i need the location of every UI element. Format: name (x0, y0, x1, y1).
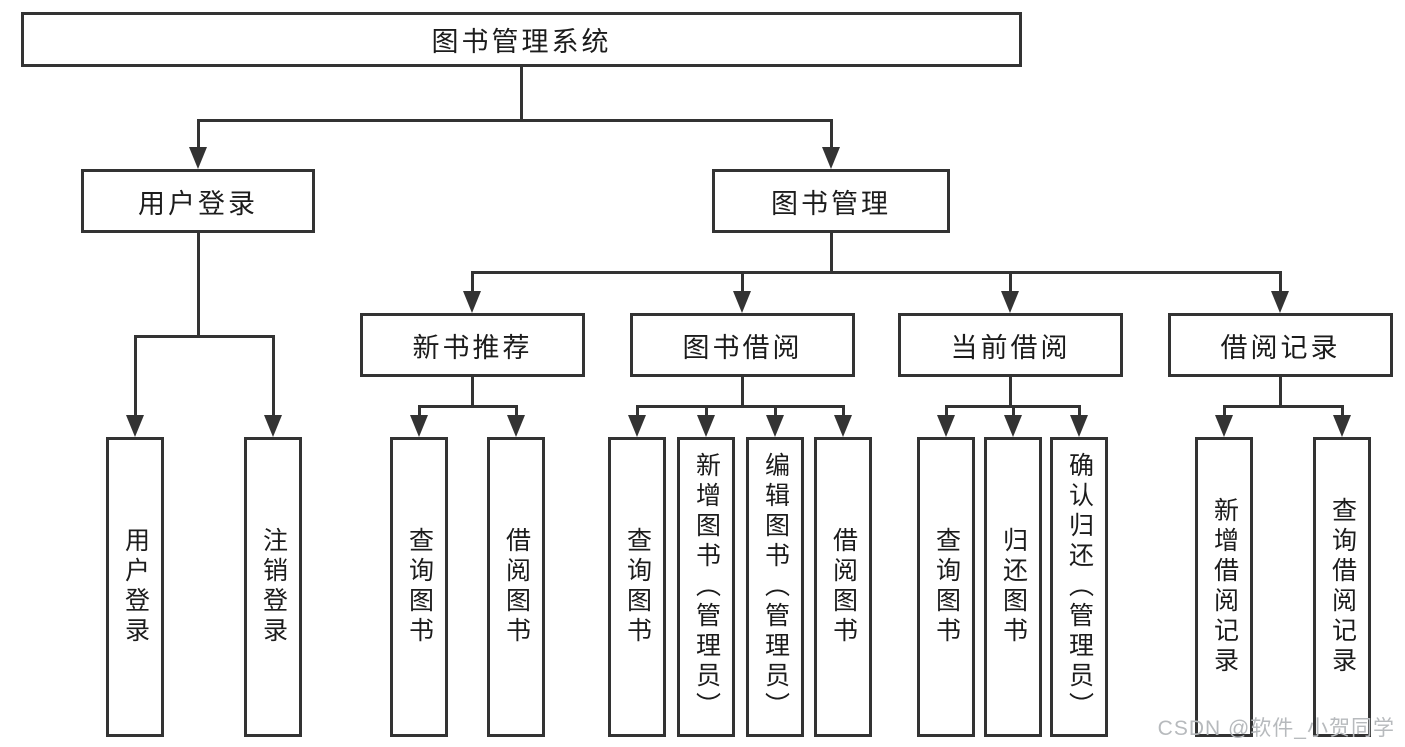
arrowhead-book-management-1 (733, 291, 751, 313)
node-new-book-recommend: 新书推荐 (360, 313, 585, 377)
node-label-query-books-recommend: 查询图书 (405, 527, 434, 647)
connector-shaft-current-borrowing-0 (944, 405, 948, 421)
arrowhead-book-management-3 (1271, 291, 1289, 313)
node-borrow-books: 借阅图书 (814, 437, 872, 737)
connector-stem-book-management (829, 233, 833, 274)
node-return-books: 归还图书 (984, 437, 1042, 737)
connector-shaft-current-borrowing-2 (1077, 405, 1081, 421)
node-label-add-borrow-record: 新增借阅记录 (1210, 497, 1239, 677)
arrowhead-book-borrowing-0 (628, 415, 646, 437)
connector-rail-root (196, 119, 833, 122)
arrowhead-book-management-0 (463, 291, 481, 313)
arrowhead-root-1 (822, 147, 840, 169)
connector-rail-borrowing-records (1222, 405, 1344, 408)
node-edit-books-admin: 编辑图书（管理员） (746, 437, 804, 737)
connector-rail-user-login-group (133, 335, 275, 338)
node-user-login: 用户登录 (106, 437, 164, 737)
arrowhead-book-borrowing-1 (697, 415, 715, 437)
arrowhead-borrowing-records-1 (1333, 415, 1351, 437)
connector-shaft-current-borrowing-1 (1011, 405, 1015, 421)
arrowhead-current-borrowing-1 (1004, 415, 1022, 437)
connector-shaft-book-borrowing-0 (635, 405, 639, 421)
arrowhead-user-login-group-0 (126, 415, 144, 437)
arrowhead-new-book-recommend-1 (507, 415, 525, 437)
connector-shaft-book-borrowing-1 (704, 405, 708, 421)
node-query-books-recommend: 查询图书 (390, 437, 448, 737)
connector-rail-new-book-recommend (417, 405, 518, 408)
connector-shaft-root-0 (196, 119, 200, 153)
connector-rail-book-borrowing (635, 405, 845, 408)
node-label-borrow-books-recommend: 借阅图书 (502, 527, 531, 647)
node-query-books-current: 查询图书 (917, 437, 975, 737)
node-label-current-borrowing: 当前借阅 (950, 332, 1071, 363)
arrowhead-user-login-group-1 (264, 415, 282, 437)
node-add-borrow-record: 新增借阅记录 (1195, 437, 1253, 737)
connector-shaft-book-management-0 (470, 271, 474, 297)
node-label-query-books-borrow: 查询图书 (623, 527, 652, 647)
connector-stem-current-borrowing (1008, 377, 1012, 408)
node-label-book-borrowing: 图书借阅 (682, 332, 803, 363)
node-label-new-book-recommend: 新书推荐 (412, 332, 533, 363)
node-confirm-return-admin: 确认归还（管理员） (1050, 437, 1108, 737)
node-label-query-borrow-record: 查询借阅记录 (1328, 497, 1357, 677)
arrowhead-book-management-2 (1001, 291, 1019, 313)
connector-rail-book-management (470, 271, 1282, 274)
node-label-edit-books-admin: 编辑图书（管理员） (761, 452, 790, 722)
connector-stem-new-book-recommend (470, 377, 474, 408)
node-root: 图书管理系统 (21, 12, 1022, 67)
arrowhead-book-borrowing-3 (834, 415, 852, 437)
connector-shaft-book-borrowing-2 (773, 405, 777, 421)
arrowhead-root-0 (189, 147, 207, 169)
node-current-borrowing: 当前借阅 (898, 313, 1123, 377)
node-user-login-group: 用户登录 (81, 169, 315, 233)
connector-shaft-new-book-recommend-1 (514, 405, 518, 421)
arrowhead-current-borrowing-2 (1070, 415, 1088, 437)
connector-shaft-book-management-1 (740, 271, 744, 297)
node-logout: 注销登录 (244, 437, 302, 737)
connector-shaft-root-1 (829, 119, 833, 153)
connector-shaft-borrowing-records-1 (1340, 405, 1344, 421)
connector-stem-borrowing-records (1278, 377, 1282, 408)
connector-shaft-book-borrowing-3 (841, 405, 845, 421)
connector-shaft-new-book-recommend-0 (417, 405, 421, 421)
connector-shaft-user-login-group-0 (133, 335, 137, 421)
node-label-return-books: 归还图书 (999, 527, 1028, 647)
node-add-books-admin: 新增图书（管理员） (677, 437, 735, 737)
arrowhead-borrowing-records-0 (1215, 415, 1233, 437)
connector-stem-root (519, 67, 523, 122)
node-label-user-login: 用户登录 (121, 527, 150, 647)
node-label-user-login-group: 用户登录 (138, 188, 258, 219)
node-borrow-books-recommend: 借阅图书 (487, 437, 545, 737)
node-label-root: 图书管理系统 (431, 27, 612, 57)
node-book-borrowing: 图书借阅 (630, 313, 855, 377)
node-label-book-management: 图书管理 (771, 188, 891, 219)
arrowhead-new-book-recommend-0 (410, 415, 428, 437)
node-borrowing-records: 借阅记录 (1168, 313, 1393, 377)
connector-stem-user-login-group (196, 233, 200, 338)
node-label-add-books-admin: 新增图书（管理员） (692, 452, 721, 722)
connector-shaft-borrowing-records-0 (1222, 405, 1226, 421)
connector-shaft-book-management-3 (1278, 271, 1282, 297)
node-label-logout: 注销登录 (259, 527, 288, 647)
arrowhead-book-borrowing-2 (766, 415, 784, 437)
connector-stem-book-borrowing (740, 377, 744, 408)
node-query-borrow-record: 查询借阅记录 (1313, 437, 1371, 737)
arrowhead-current-borrowing-0 (937, 415, 955, 437)
connector-shaft-user-login-group-1 (271, 335, 275, 421)
node-label-query-books-current: 查询图书 (932, 527, 961, 647)
node-query-books-borrow: 查询图书 (608, 437, 666, 737)
node-label-confirm-return-admin: 确认归还（管理员） (1065, 452, 1094, 722)
connector-shaft-book-management-2 (1008, 271, 1012, 297)
node-book-management: 图书管理 (712, 169, 950, 233)
watermark-text: CSDN @软件_小贺同学 (1157, 717, 1395, 740)
node-label-borrow-books: 借阅图书 (829, 527, 858, 647)
node-label-borrowing-records: 借阅记录 (1220, 332, 1341, 363)
